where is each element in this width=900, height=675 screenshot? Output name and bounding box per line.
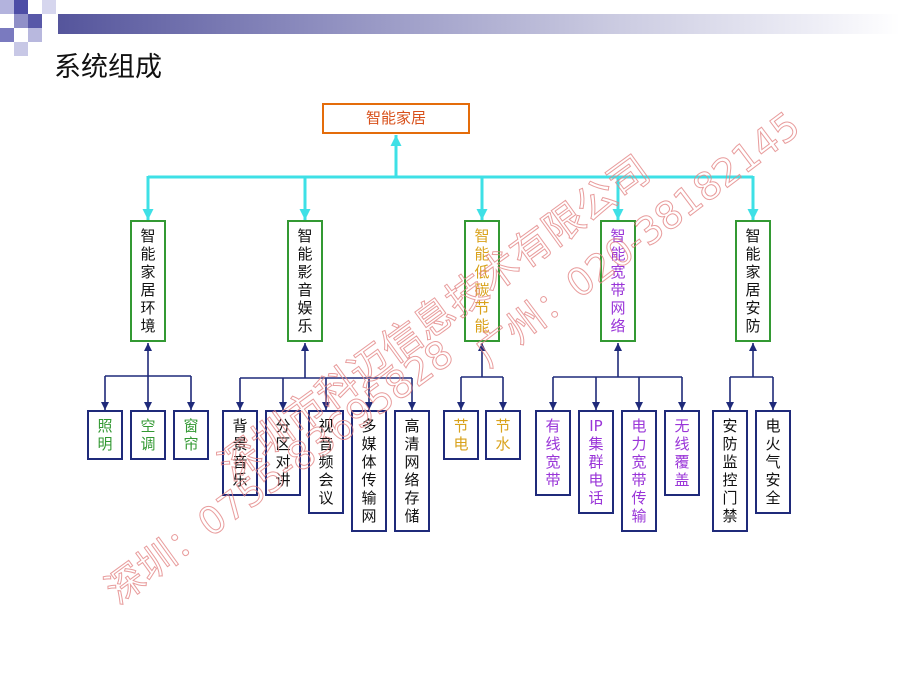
- leaf-node: 电火气安全: [755, 410, 791, 514]
- leaf-label: IP集群电话: [588, 417, 604, 507]
- leaf-label: 安防监控门禁: [722, 417, 738, 525]
- leaf-label: 分区对讲: [275, 417, 291, 489]
- leaf-node: 空调: [130, 410, 166, 460]
- category-label: 智能低碳节能: [474, 227, 490, 335]
- leaf-label: 视音频会议: [318, 417, 334, 507]
- leaf-node: 照明: [87, 410, 123, 460]
- branch-connectors: [101, 343, 777, 410]
- mosaic-square: [42, 0, 56, 14]
- category-node-security: 智能家居安防: [735, 220, 771, 342]
- leaf-node: 有线宽带: [535, 410, 571, 496]
- leaf-node: 节水: [485, 410, 521, 460]
- leaf-node: 节电: [443, 410, 479, 460]
- header-gradient-bar: [58, 14, 900, 34]
- slide-title: 系统组成: [54, 52, 162, 83]
- mosaic-square: [0, 0, 14, 14]
- leaf-node: IP集群电话: [578, 410, 614, 514]
- category-node-energy-saving: 智能低碳节能: [464, 220, 500, 342]
- mosaic-square: [14, 0, 28, 14]
- leaf-label: 电力宽带传输: [631, 417, 647, 525]
- mosaic-square: [14, 42, 28, 56]
- category-label: 智能宽带网络: [610, 227, 626, 335]
- mosaic-square: [28, 14, 42, 28]
- root-node: 智能家居: [322, 103, 470, 134]
- mosaic-square: [28, 28, 42, 42]
- leaf-label: 有线宽带: [545, 417, 561, 489]
- category-label: 智能家居环境: [140, 227, 156, 335]
- mosaic-square: [0, 28, 14, 42]
- leaf-label: 多媒体传输网: [361, 417, 377, 525]
- leaf-node: 背景音乐: [222, 410, 258, 496]
- category-node-broadband: 智能宽带网络: [600, 220, 636, 342]
- leaf-label: 高清网络存储: [404, 417, 420, 525]
- category-node-environment: 智能家居环境: [130, 220, 166, 342]
- leaf-node: 分区对讲: [265, 410, 301, 496]
- mosaic-square: [14, 14, 28, 28]
- leaf-label: 节电: [453, 417, 469, 453]
- leaf-node: 安防监控门禁: [712, 410, 748, 532]
- category-label: 智能影音娱乐: [297, 227, 313, 335]
- leaf-label: 背景音乐: [232, 417, 248, 489]
- leaf-label: 照明: [97, 417, 113, 453]
- leaf-node: 多媒体传输网: [351, 410, 387, 532]
- leaf-node: 高清网络存储: [394, 410, 430, 532]
- leaf-label: 无线覆盖: [674, 417, 690, 489]
- leaf-label: 窗帘: [183, 417, 199, 453]
- leaf-label: 电火气安全: [765, 417, 781, 507]
- category-label: 智能家居安防: [745, 227, 761, 335]
- root-node-label: 智能家居: [365, 109, 426, 127]
- leaf-node: 无线覆盖: [664, 410, 700, 496]
- trunk-connectors: [142, 135, 759, 220]
- category-node-entertainment: 智能影音娱乐: [287, 220, 323, 342]
- leaf-node: 电力宽带传输: [621, 410, 657, 532]
- leaf-label: 空调: [140, 417, 156, 453]
- leaf-node: 窗帘: [173, 410, 209, 460]
- leaf-label: 节水: [495, 417, 511, 453]
- leaf-node: 视音频会议: [308, 410, 344, 514]
